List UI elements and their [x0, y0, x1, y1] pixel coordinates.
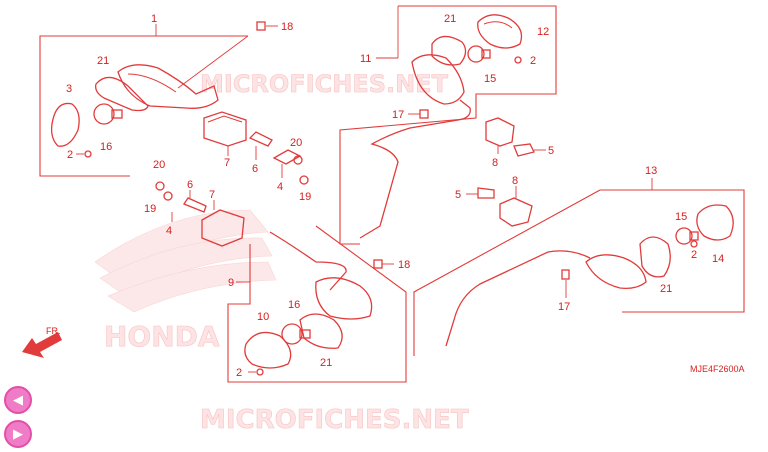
callout-11: 11: [360, 53, 371, 65]
group-13-rear-right-winker: [413, 178, 745, 356]
callout-20b: 20: [153, 159, 165, 171]
callout-16: 16: [100, 141, 112, 153]
diagram-code: MJE4F2600A: [690, 364, 745, 374]
callout-18b: 18: [398, 259, 410, 271]
callout-2e: 2: [691, 249, 697, 261]
callout-17: 17: [392, 109, 404, 121]
callout-15: 15: [484, 73, 496, 85]
mounting-plate-lower: [155, 181, 173, 222]
callout-12: 12: [537, 26, 549, 38]
callout-19: 19: [299, 191, 311, 203]
callout-20: 20: [290, 137, 302, 149]
watermark-top: MICROFICHES.NET: [200, 70, 449, 98]
callout-17b: 17: [558, 301, 570, 313]
prev-page-button[interactable]: ◀: [4, 386, 32, 414]
bolt-upper: [248, 131, 273, 160]
honda-brand-mark: HONDA: [104, 320, 220, 353]
group-1-front-left-winker: [39, 21, 278, 177]
relay-socket-upper: [203, 111, 247, 156]
callout-16b: 16: [288, 299, 300, 311]
next-arrow-icon: ▶: [13, 426, 23, 441]
callout-8: 8: [492, 157, 498, 169]
callout-1: 1: [151, 13, 157, 25]
callout-5: 5: [548, 145, 554, 157]
socket-8-lower: [499, 186, 533, 227]
callout-18: 18: [281, 21, 293, 33]
callout-13: 13: [645, 165, 657, 177]
callout-9: 9: [228, 277, 234, 289]
callout-7b: 7: [209, 189, 215, 201]
front-direction-label: FR.: [46, 326, 61, 336]
callout-numbers: 1 18 21 3 16 2 7 6 20 4 19 20 19 6 4 7 1…: [66, 13, 724, 379]
group-9-rear-left-winker: [227, 225, 407, 383]
callout-6: 6: [252, 163, 258, 175]
callout-8b: 8: [512, 175, 518, 187]
relay-socket-lower: [201, 200, 245, 247]
callout-2: 2: [67, 149, 73, 161]
bolt-5-upper: [513, 143, 546, 157]
front-direction-arrow: FR.: [22, 326, 62, 358]
watermark-bottom: MICROFICHES.NET: [200, 405, 469, 435]
callout-4b: 4: [166, 225, 172, 237]
prev-arrow-icon: ◀: [13, 392, 23, 407]
bolt-lower: [183, 190, 207, 213]
callout-10: 10: [257, 311, 269, 323]
mounting-plate-upper: [272, 149, 309, 185]
callout-2d: 2: [236, 367, 242, 379]
callout-3: 3: [66, 83, 72, 95]
next-page-button[interactable]: ▶: [4, 420, 32, 448]
callout-19b: 19: [144, 203, 156, 215]
group-11-front-right-winker: [339, 5, 557, 245]
callout-21c: 21: [444, 13, 456, 25]
callout-6b: 6: [187, 179, 193, 191]
socket-8-upper: [485, 117, 515, 154]
honda-wing-logo: [94, 209, 277, 313]
callout-7: 7: [224, 157, 230, 169]
callout-15b: 15: [675, 211, 687, 223]
callout-5b: 5: [455, 189, 461, 201]
callout-2c: 2: [530, 55, 536, 67]
callout-4: 4: [277, 181, 283, 193]
callout-21e: 21: [660, 283, 672, 295]
callout-21: 21: [97, 55, 109, 67]
callout-21d: 21: [320, 357, 332, 369]
bolt-5-lower: [466, 187, 495, 199]
callout-14: 14: [712, 253, 724, 265]
